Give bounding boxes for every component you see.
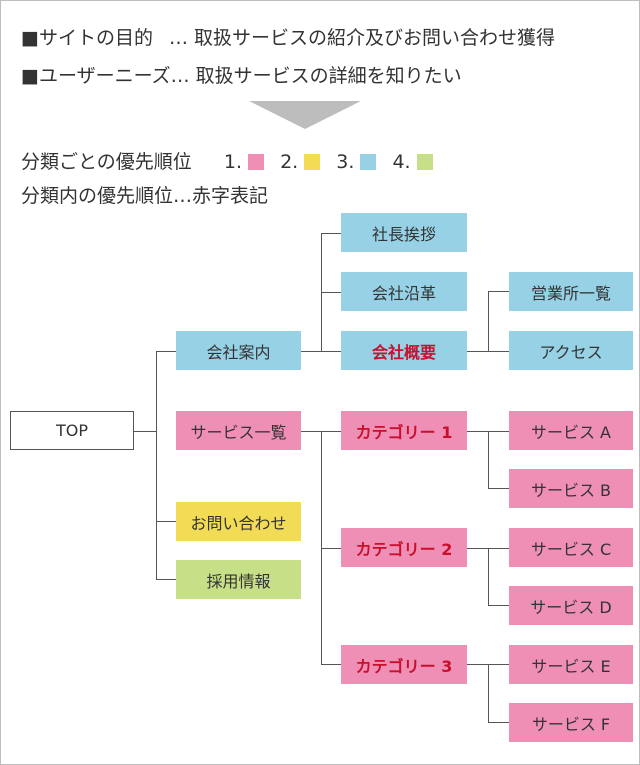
pink-swatch-icon — [248, 154, 265, 170]
node-office-list: 営業所一覧 — [509, 272, 633, 311]
user-needs-line: ■ユーザーニーズ… 取扱サービスの詳細を知りたい — [21, 61, 462, 88]
legend-note: 分類内の優先順位…赤字表記 — [21, 181, 268, 208]
user-needs-text: ■ユーザーニーズ… 取扱サービスの詳細を知りたい — [21, 65, 462, 87]
legend-note-text: 分類内の優先順位…赤字表記 — [21, 185, 269, 207]
node-recruit: 採用情報 — [176, 560, 301, 599]
site-purpose-line: ■サイトの目的 … 取扱サービスの紹介及びお問い合わせ獲得 — [21, 23, 555, 50]
legend-item-2: 2. — [280, 151, 321, 173]
connector — [321, 292, 341, 293]
connector — [488, 291, 489, 351]
connector — [488, 431, 489, 488]
legend-item-3-label: 3. — [336, 151, 355, 173]
connector — [321, 431, 322, 664]
node-access: アクセス — [509, 331, 633, 370]
connector — [467, 351, 509, 352]
node-company-info: 会社案内 — [176, 331, 301, 370]
node-category-2: カテゴリー 2 — [341, 528, 467, 567]
connector — [488, 548, 489, 605]
node-service-c: サービス C — [509, 528, 633, 567]
site-purpose-text: … 取扱サービスの紹介及びお問い合わせ獲得 — [168, 27, 555, 49]
connector — [156, 579, 176, 580]
node-company-overview: 会社概要 — [341, 331, 467, 370]
legend-item-4-label: 4. — [392, 151, 411, 173]
connector — [156, 521, 176, 522]
connector — [301, 351, 341, 352]
connector — [156, 351, 176, 352]
blue-swatch-icon — [360, 154, 377, 170]
legend-item-2-label: 2. — [280, 151, 299, 173]
node-top: TOP — [10, 411, 134, 450]
connector — [488, 291, 509, 292]
node-service-e: サービス E — [509, 645, 633, 684]
connector — [321, 548, 341, 549]
priority-legend: 分類ごとの優先順位 1. 2. 3. 4. — [21, 147, 443, 174]
node-president-greeting: 社長挨拶 — [341, 213, 467, 252]
node-service-f: サービス F — [509, 703, 633, 742]
node-category-1: カテゴリー 1 — [341, 411, 467, 450]
connector — [488, 722, 509, 723]
node-service-list: サービス一覧 — [176, 411, 301, 450]
node-contact: お問い合わせ — [176, 502, 301, 541]
node-service-b: サービス B — [509, 469, 633, 508]
connector — [156, 351, 157, 579]
connector — [321, 233, 341, 234]
legend-item-3: 3. — [336, 151, 377, 173]
node-service-a: サービス A — [509, 411, 633, 450]
legend-item-1-label: 1. — [223, 151, 243, 173]
site-purpose-label: ■サイトの目的 — [21, 27, 153, 49]
connector — [488, 664, 489, 722]
node-service-d: サービス D — [509, 586, 633, 625]
connector — [488, 605, 509, 606]
green-swatch-icon — [416, 154, 433, 170]
down-arrow-icon — [249, 101, 361, 129]
legend-item-1: 1. — [223, 151, 265, 173]
legend-item-4: 4. — [392, 151, 433, 173]
connector — [321, 664, 341, 665]
node-category-3: カテゴリー 3 — [341, 645, 467, 684]
connector — [134, 431, 156, 432]
yellow-swatch-icon — [304, 154, 321, 170]
node-company-history: 会社沿革 — [341, 272, 467, 311]
legend-label: 分類ごとの優先順位 — [21, 151, 192, 173]
connector — [488, 488, 509, 489]
